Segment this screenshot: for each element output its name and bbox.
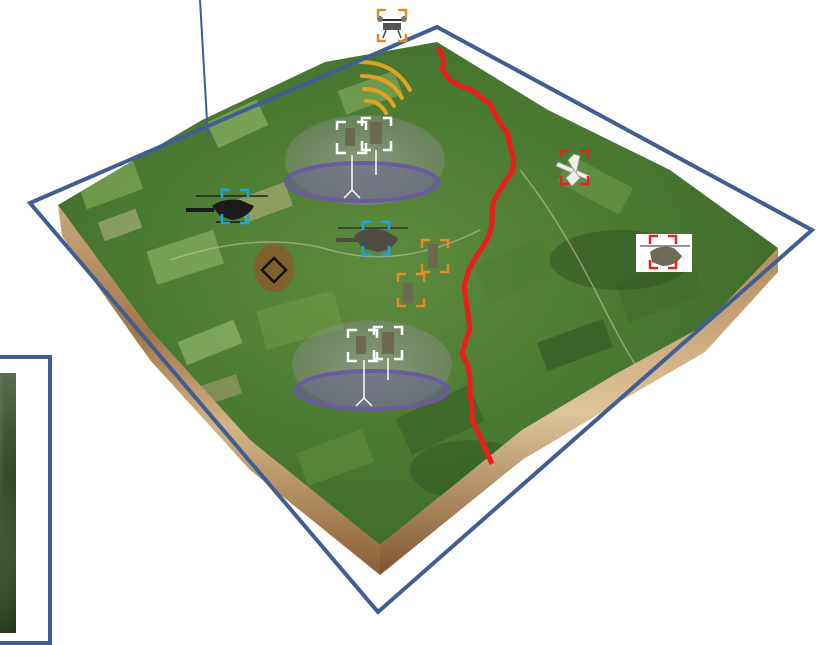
sensor-disc-south	[296, 371, 448, 409]
drone-icon	[377, 16, 407, 38]
sensor-disc-north	[286, 163, 438, 201]
terrain-scene	[0, 0, 819, 621]
ground-target-icon	[254, 244, 294, 292]
leader-line	[200, 0, 208, 138]
